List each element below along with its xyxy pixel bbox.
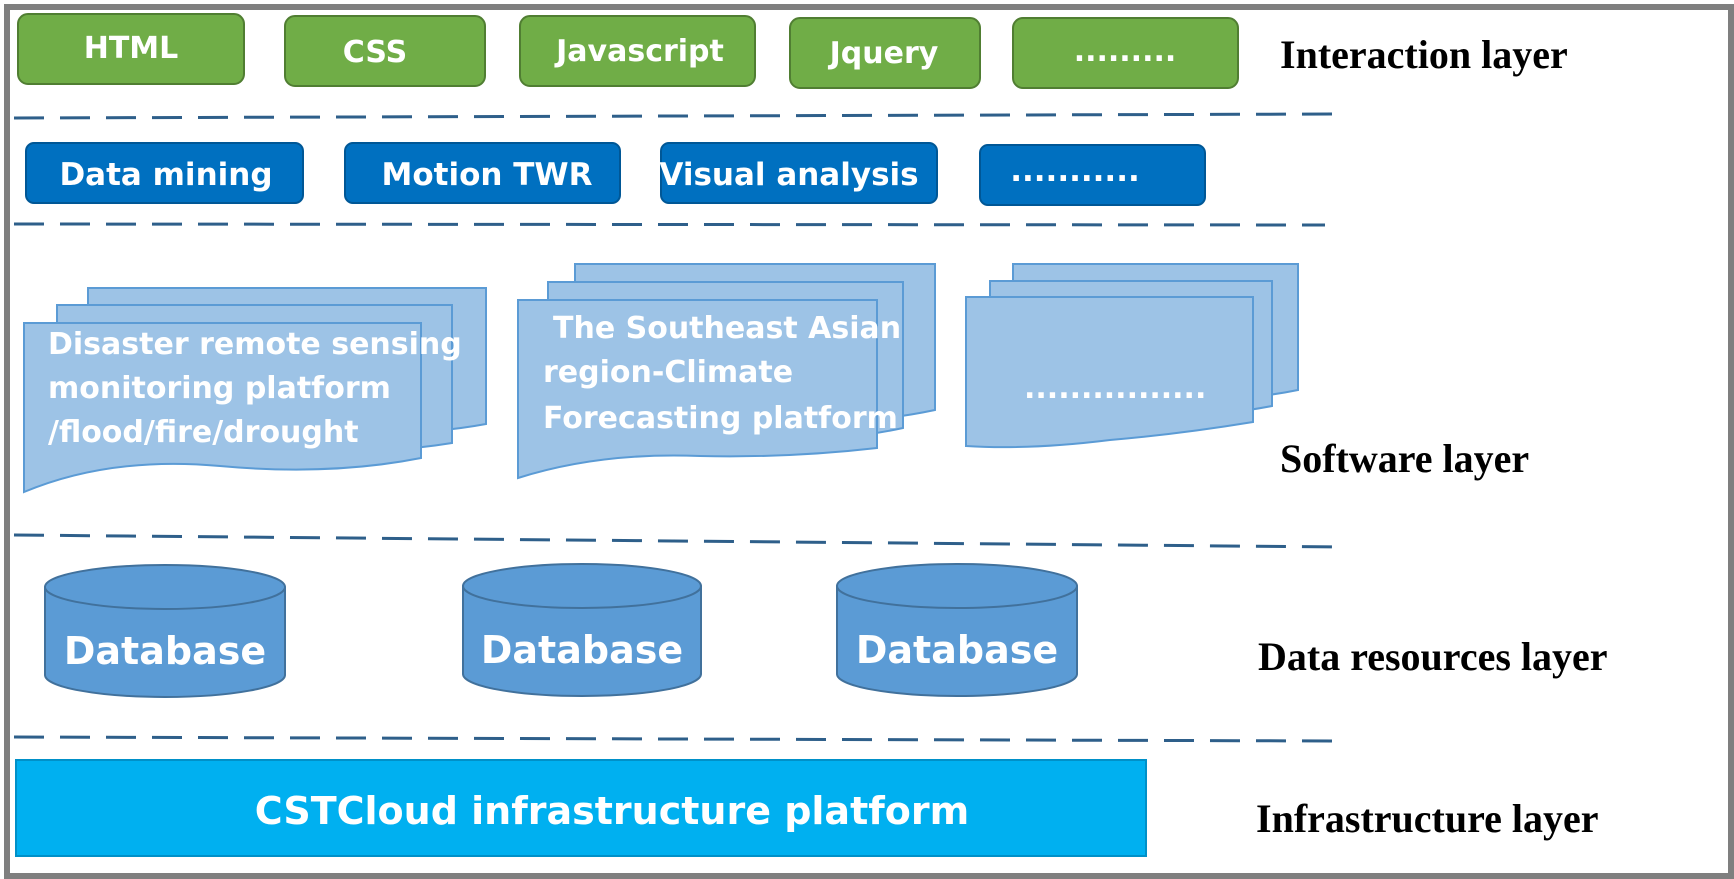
platform-climate-forecasting: The Southeast Asian region-Climate Forec… — [517, 263, 936, 480]
platform-text-line: The Southeast Asian — [553, 311, 901, 346]
infrastructure-platform-label: CSTCloud infrastructure platform — [255, 789, 969, 833]
module-item-visual-analysis: Visual analysis — [659, 142, 938, 204]
interaction-item-html: HTML — [17, 13, 245, 85]
module-item-motion-twr: Motion TWR — [344, 142, 621, 204]
module-item-data-mining: Data mining — [25, 142, 304, 204]
module-item-label: ........... — [1010, 153, 1140, 189]
layer-label-data-resources: Data resources layer — [1258, 634, 1608, 679]
database-label: Database — [64, 629, 266, 673]
database-cylinder: Database — [462, 563, 702, 697]
layer-divider — [13, 112, 1341, 120]
platform-disaster-monitoring: Disaster remote sensing monitoring platf… — [23, 287, 487, 494]
platform-text-line: ................ — [1024, 371, 1206, 406]
module-item-label: Motion TWR — [382, 157, 593, 193]
layer-label-infrastructure: Infrastructure layer — [1256, 796, 1599, 841]
module-item-label: Visual analysis — [659, 157, 918, 193]
infrastructure-platform: CSTCloud infrastructure platform — [15, 759, 1147, 857]
database-label: Database — [481, 628, 683, 672]
interaction-item-javascript: Javascript — [519, 15, 756, 87]
interaction-item-more: ......... — [1012, 17, 1239, 89]
platform-text-line: Forecasting platform — [543, 401, 898, 436]
interaction-item-label: ......... — [1074, 34, 1177, 69]
layer-label-software: Software layer — [1280, 436, 1529, 481]
layer-label-interaction: Interaction layer — [1280, 32, 1568, 77]
platform-text-line: /flood/fire/drought — [48, 415, 359, 450]
database-cylinder: Database — [836, 563, 1078, 697]
database-label: Database — [856, 628, 1058, 672]
platform-more: ................ — [965, 263, 1299, 449]
layer-divider — [13, 222, 1326, 227]
database-cylinder: Database — [44, 564, 286, 698]
databases: Database Database Database — [44, 563, 1078, 698]
module-item-more: ........... — [979, 144, 1206, 206]
platform-text-line: Disaster remote sensing — [48, 327, 462, 362]
interaction-item-jquery: Jquery — [789, 17, 981, 89]
module-items: Data mining Motion TWR Visual analysis .… — [25, 142, 1206, 206]
interaction-item-label: Jquery — [828, 36, 939, 71]
interaction-item-label: CSS — [343, 35, 407, 70]
interaction-item-label: HTML — [84, 31, 179, 66]
module-item-label: Data mining — [59, 157, 272, 193]
interaction-item-label: Javascript — [554, 34, 724, 69]
interaction-items: HTML CSS Javascript Jquery ......... — [17, 13, 1239, 89]
platform-text-line: monitoring platform — [48, 371, 391, 406]
platform-text-line: region-Climate — [543, 355, 793, 390]
layer-divider — [13, 533, 1341, 549]
layer-divider — [13, 735, 1341, 743]
interaction-item-css: CSS — [284, 15, 486, 87]
